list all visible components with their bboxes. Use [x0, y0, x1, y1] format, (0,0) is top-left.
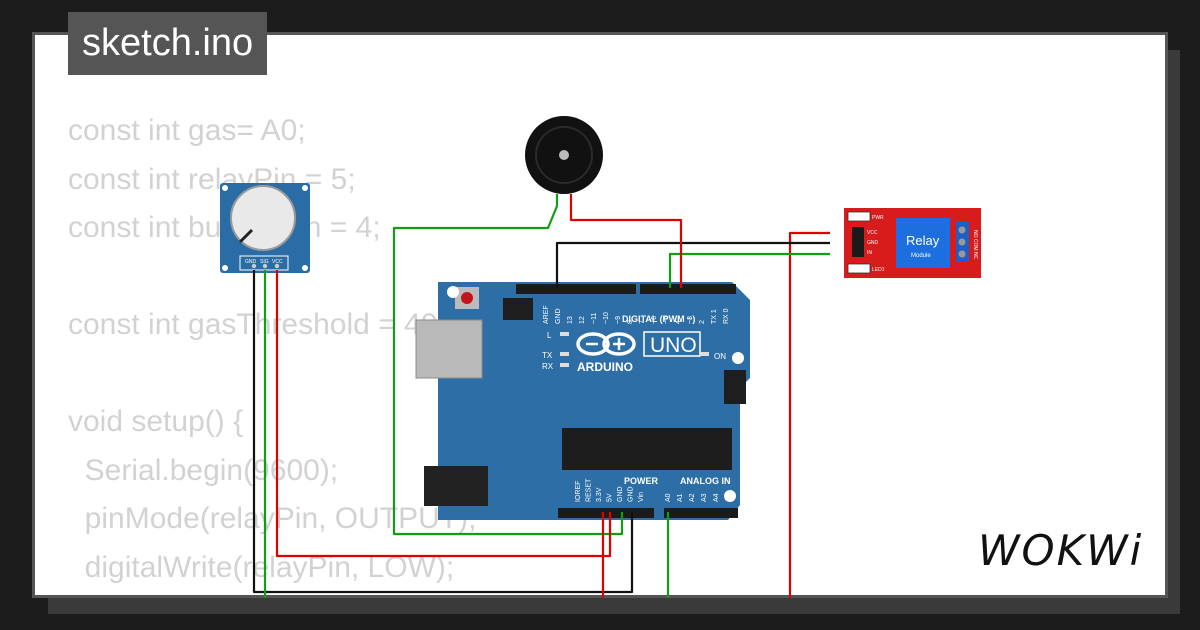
pin-label: 5V: [607, 493, 614, 502]
pin-label: 4: [675, 320, 682, 324]
pot-pin-gnd: GND: [245, 259, 257, 265]
buzzer[interactable]: [525, 116, 603, 194]
relay-terminal-labels: NO COM NC: [972, 230, 978, 260]
led-label-l: L: [547, 331, 552, 340]
power-header[interactable]: [558, 508, 654, 518]
pin-label: A2: [689, 493, 696, 502]
analog-header[interactable]: [664, 508, 738, 518]
wires: [252, 194, 830, 598]
relay-module[interactable]: Relay Module NO COM NC PWR LED1 VCC GND …: [844, 208, 981, 278]
digital-header-right[interactable]: [640, 284, 736, 294]
led-label-tx: TX: [542, 351, 553, 360]
pot-pin-vcc: VCC: [272, 259, 283, 265]
code-line: Serial.begin(9600);: [68, 453, 339, 487]
pin-label: 7: [639, 320, 646, 324]
pin-label: A5: [725, 493, 732, 502]
pot-knob-indicator: [238, 228, 254, 244]
relay-led-led1: LED1: [872, 267, 885, 273]
power-jack: [424, 466, 488, 506]
wokwi-logo: WOKWi: [978, 526, 1144, 575]
pin-label: AREF: [543, 305, 550, 324]
pin-label: GND: [617, 486, 624, 502]
led-label-on: ON: [714, 352, 726, 361]
digital-header-left[interactable]: [516, 284, 636, 294]
wire-relay-in: [668, 252, 830, 288]
pin-label: ~10: [603, 312, 610, 324]
led-label-rx: RX: [542, 362, 554, 371]
mount-hole: [724, 490, 736, 502]
wire-relay-vcc: [788, 231, 830, 598]
relay-pin-in: IN: [867, 250, 872, 256]
pin-label: A0: [665, 493, 672, 502]
pin-label: A3: [701, 493, 708, 502]
led-l: [560, 332, 569, 336]
digital-pin-labels: AREF GND 13 12 ~11 ~10 ~9 8 7 ~6 ~5 4 ~3 2 TX 1 RX 0: [543, 305, 730, 324]
analog-pin-labels: A0 A1 A2 A3 A4 A5: [665, 493, 732, 502]
led-rx: [560, 363, 569, 367]
led-tx: [560, 352, 569, 356]
pin-label: 8: [627, 320, 634, 324]
mount-hole: [732, 352, 744, 364]
pin-label: A4: [713, 493, 720, 502]
atmega-chip: [562, 428, 732, 470]
pin-label: ~3: [687, 316, 694, 324]
pin-label: 12: [579, 316, 586, 324]
wire-pot-gnd: [252, 270, 634, 594]
uno-badge: [643, 331, 701, 357]
pin-label: ~11: [591, 313, 598, 324]
wire-relay-gnd: [555, 241, 830, 288]
pin-label: GND: [555, 308, 562, 324]
relay-sublabel: Module: [911, 253, 931, 259]
relay-body: [896, 218, 950, 268]
pot-pin-sig: SIG: [260, 259, 269, 265]
icsp-header-2: [724, 370, 746, 404]
digital-section-label: DIGITAL (PWM ~): [622, 314, 695, 324]
relay-pin-gnd: GND: [867, 240, 879, 246]
arduino-logo-icon: [576, 332, 636, 356]
code-line: const int gas= A0;: [68, 114, 306, 147]
code-line: const int relayPin = 5;: [68, 162, 356, 196]
pin-label: 3.3V: [596, 487, 603, 502]
potentiometer[interactable]: GND SIG VCC: [220, 183, 310, 273]
arduino-uno[interactable]: AREF GND 13 12 ~11 ~10 ~9 8 7 ~6 ~5 4 ~3 2 TX 1 RX 0 IO…: [415, 282, 750, 520]
pin-label: ~6: [651, 316, 658, 324]
pin-label: ~5: [663, 316, 670, 324]
analog-section-label: ANALOG IN: [680, 476, 731, 486]
code-line: void setup() {: [68, 405, 244, 438]
pin-label: 13: [567, 316, 574, 324]
icsp-header: [503, 298, 533, 320]
pin-label: A1: [677, 493, 684, 502]
wire-pot-vcc: [275, 270, 612, 558]
board-model: UNO: [650, 334, 697, 357]
board-brand: ARDUINO: [577, 360, 633, 374]
mount-hole: [447, 286, 459, 298]
pin-label: RX 0: [723, 308, 730, 324]
pin-label: Vin: [638, 492, 645, 502]
wire-buzzer-signal: [569, 194, 683, 288]
reset-button-knob: [461, 292, 473, 304]
relay-led-pwr: PWR: [872, 215, 884, 221]
relay-pin-vcc: VCC: [867, 230, 878, 236]
led-on: [700, 352, 709, 356]
pin-label: RESET: [586, 478, 593, 502]
pin-label: IOREF: [575, 481, 582, 502]
wire-buzzer-green: [392, 194, 624, 536]
power-section-label: POWER: [624, 476, 659, 486]
relay-label: Relay: [906, 233, 940, 248]
pin-label: GND: [628, 486, 635, 502]
pin-label: TX 1: [711, 309, 718, 324]
code-line: pinMode(relayPin, OUTPUT);: [68, 502, 477, 535]
pin-label: ~9: [615, 316, 622, 324]
pin-label: 2: [699, 320, 706, 324]
usb-port: [415, 319, 483, 379]
sketch-filename: sketch.ino: [68, 12, 268, 75]
